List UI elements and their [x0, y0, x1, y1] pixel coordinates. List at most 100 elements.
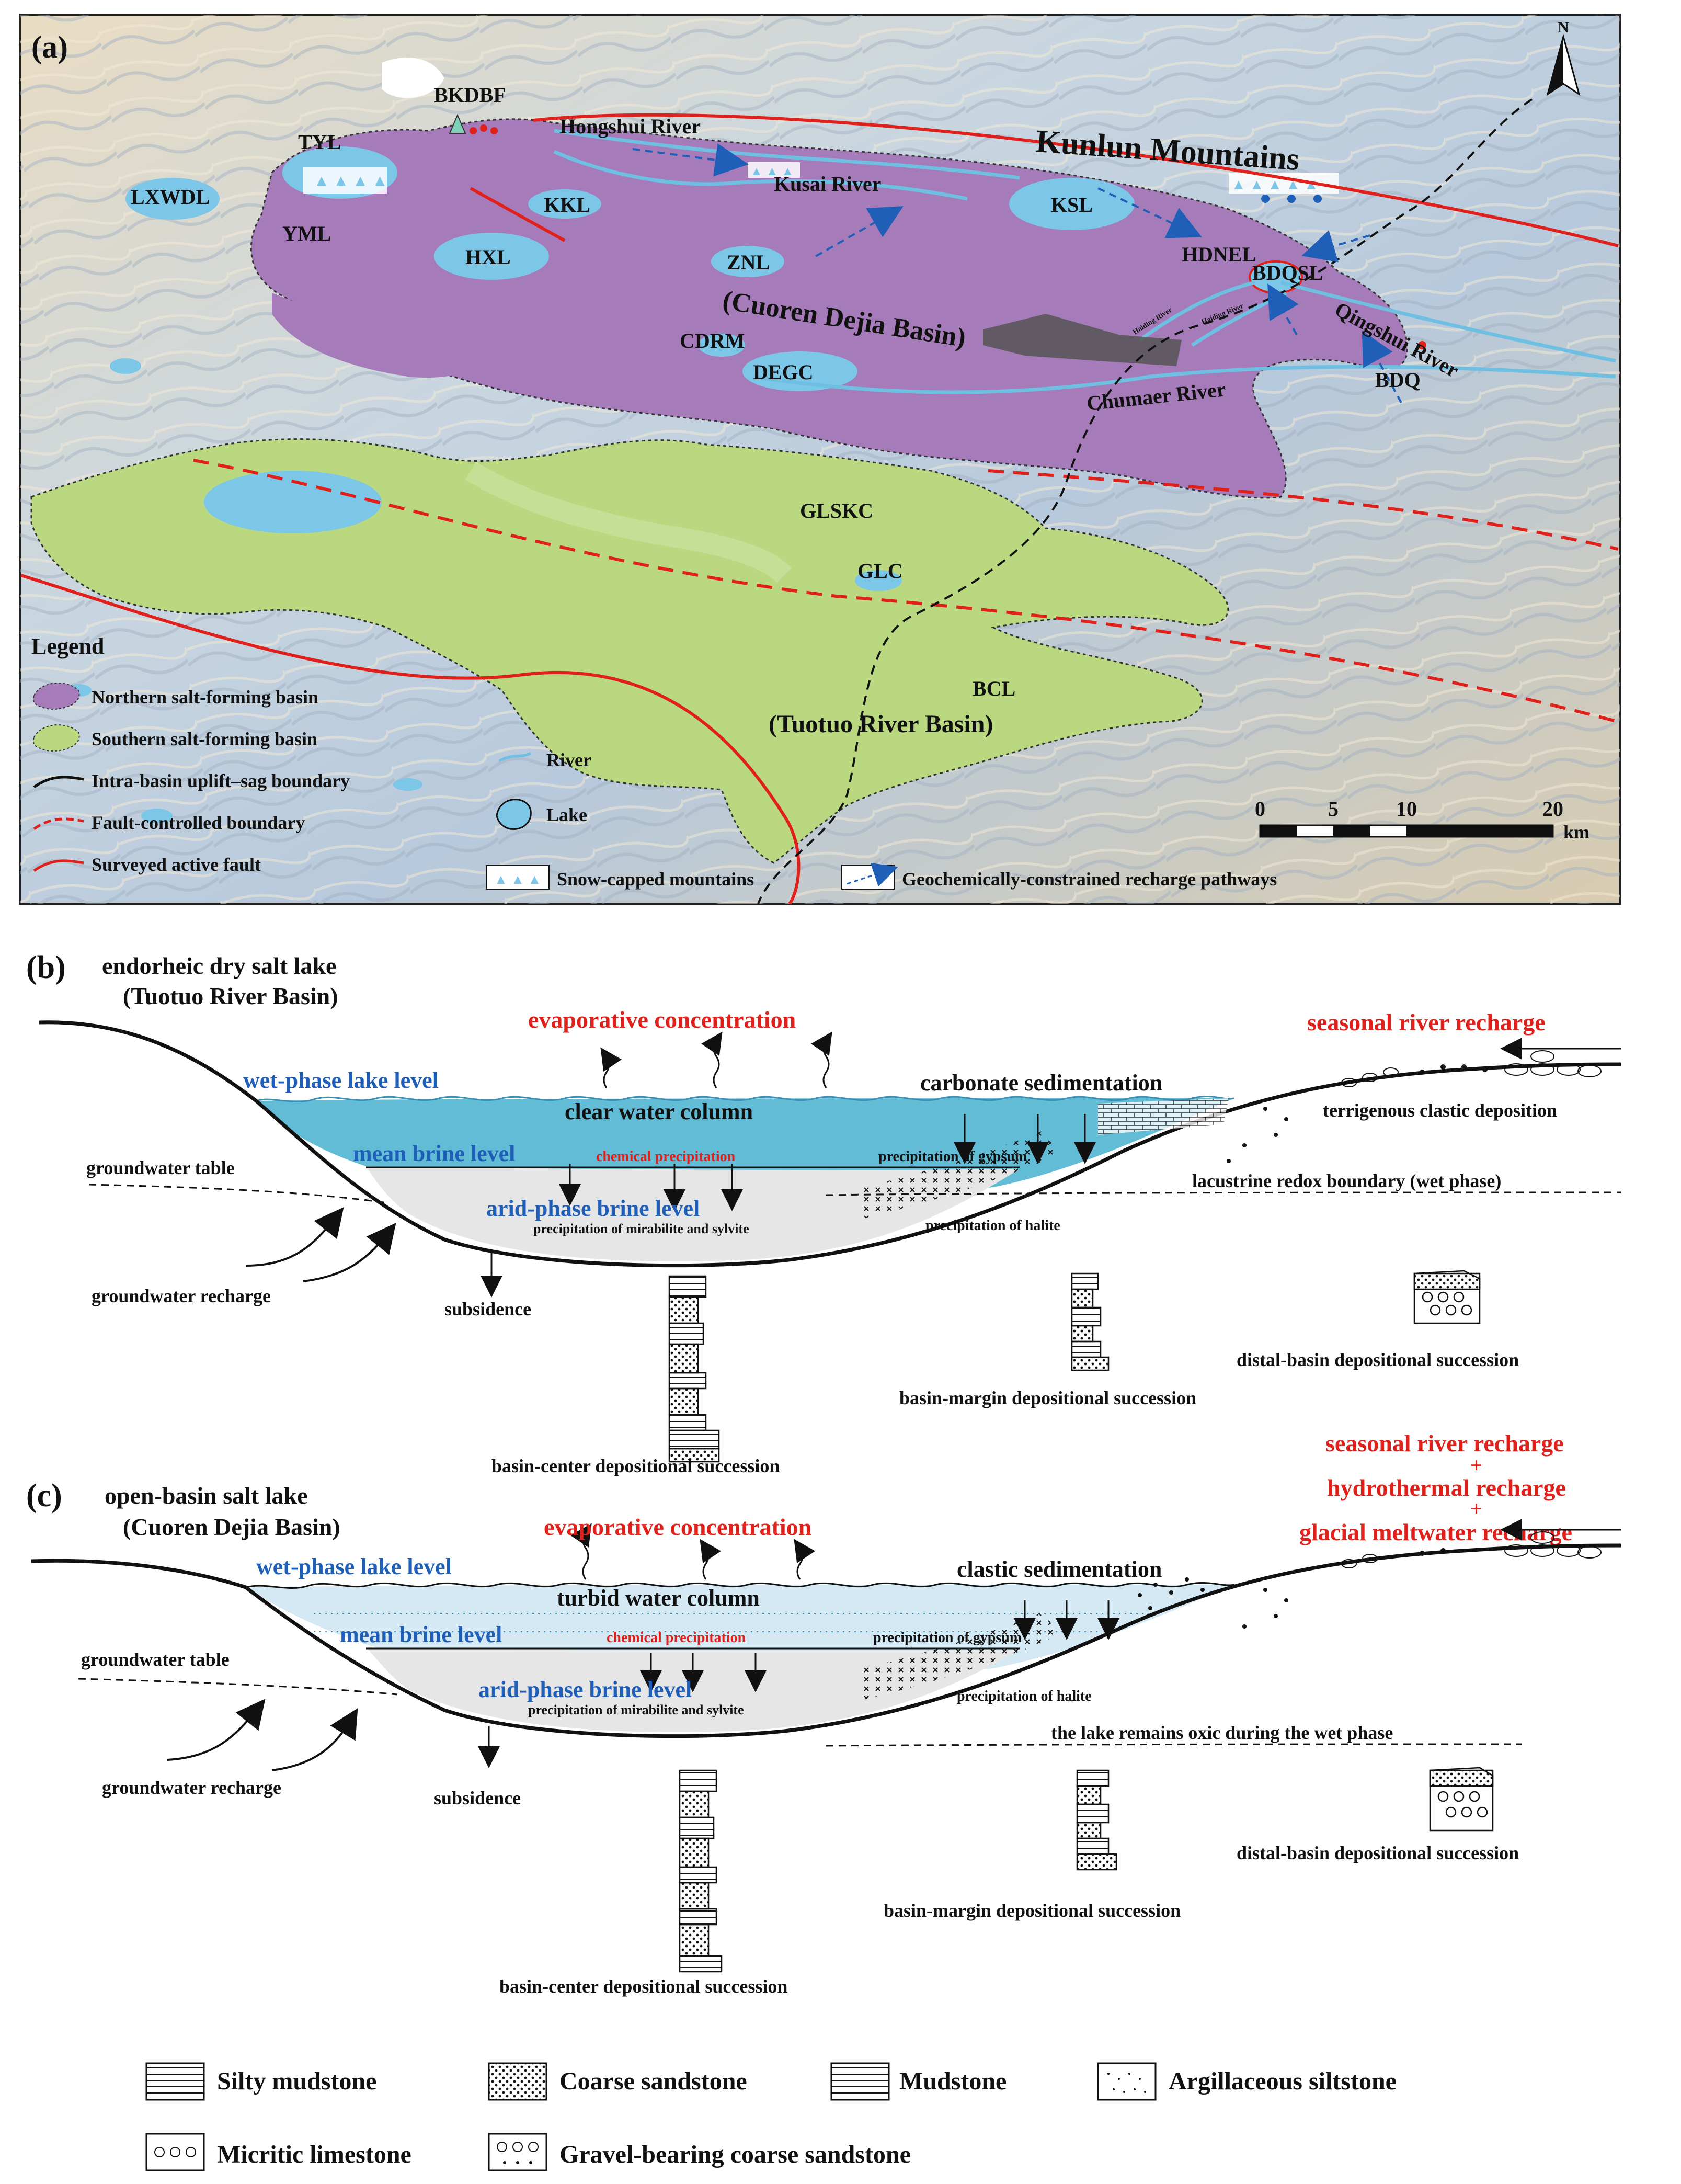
label-bkdbf: BKDBF — [434, 83, 506, 107]
river-kusai-line — [553, 150, 968, 201]
panel-a-label: (a) — [31, 30, 68, 64]
panel-b-title2: (Tuotuo River Basin) — [123, 983, 338, 1009]
lith-silty-mudstone: Silty mudstone — [217, 2067, 376, 2095]
faults — [20, 113, 1619, 905]
c-distal-column — [1429, 1767, 1494, 1832]
c-distal: distal-basin depositional succession — [1237, 1842, 1519, 1863]
lith-micritic-limestone: Micritic limestone — [217, 2141, 411, 2168]
label-kkl: KKL — [544, 193, 590, 217]
label-znl: ZNL — [727, 251, 770, 274]
panel-c-title2: (Cuoren Dejia Basin) — [123, 1514, 340, 1540]
label-ksl: KSL — [1051, 193, 1093, 217]
b-center-column — [668, 1275, 720, 1463]
b-subsidence: subsidence — [444, 1299, 531, 1320]
b-basin-floor — [39, 1020, 1621, 1268]
b-redox: lacustrine redox boundary (wet phase) — [1192, 1170, 1501, 1191]
river-qingshui-line — [1280, 280, 1616, 363]
c-gw-table: groundwater table — [81, 1649, 230, 1670]
lithology-legend: Silty mudstone Coarse sandstone Mudstone… — [145, 2062, 1397, 2171]
active-fault-kkl — [470, 187, 566, 242]
label-bdq: BDQ — [1375, 368, 1421, 392]
scale-5: 5 — [1328, 797, 1339, 821]
uplift-ridge — [983, 314, 1182, 366]
c-clastic: clastic sedimentation — [957, 1556, 1162, 1582]
b-evap: evaporative concentration — [528, 1006, 796, 1033]
scale-unit: km — [1563, 822, 1589, 843]
b-distal-column — [1413, 1270, 1481, 1324]
label-glc: GLC — [857, 559, 903, 583]
lake-glc-shape — [855, 570, 902, 591]
b-chem-precip: chemical precipitation — [596, 1148, 736, 1165]
label-glskc: GLSKC — [800, 499, 873, 522]
legend-north-basin: Northern salt-forming basin — [92, 687, 318, 708]
scale-10: 10 — [1396, 797, 1417, 821]
river-hongshui-line — [554, 129, 1020, 180]
river-haiding1-line — [1138, 280, 1255, 342]
rivers — [553, 129, 1616, 394]
lith-gravel-sandstone: Gravel-bearing coarse sandstone — [559, 2141, 911, 2168]
c-recharge1: seasonal river recharge — [1325, 1430, 1564, 1457]
c-basin-floor — [31, 1543, 1621, 1738]
c-oxic: the lake remains oxic during the wet pha… — [1051, 1722, 1393, 1743]
lake-znl-shape — [711, 246, 784, 277]
b-mean-brine: mean brine level — [353, 1141, 515, 1166]
svg-text:▲ ▲ ▲: ▲ ▲ ▲ — [494, 872, 541, 887]
legend-uplift: Intra-basin uplift–sag boundary — [92, 770, 350, 791]
c-plus2: + — [1470, 1497, 1482, 1520]
label-yml: YML — [282, 222, 331, 245]
lith-argillaceous-siltstone: Argillaceous siltstone — [1169, 2067, 1397, 2095]
label-lxwdl: LXWDL — [131, 185, 210, 209]
svg-text:▲ ▲ ▲ ▲: ▲ ▲ ▲ ▲ — [314, 172, 387, 189]
lith-mudstone: Mudstone — [899, 2067, 1007, 2095]
north-label: N — [1558, 19, 1569, 36]
panel-b-label: (b) — [26, 950, 66, 985]
b-distal: distal-basin depositional succession — [1237, 1349, 1519, 1370]
c-wet-level: wet-phase lake level — [256, 1554, 452, 1579]
legend-fault-boundary: Fault-controlled boundary — [92, 812, 305, 833]
scale-20: 20 — [1542, 797, 1563, 821]
c-margin: basin-margin depositional succession — [884, 1900, 1181, 1921]
label-degc: DEGC — [753, 360, 814, 384]
panel-a-map: ▲ ▲ ▲ ▲ ▲ ▲ ▲ ▲ ▲ ▲ ▲ ▲ — [19, 14, 1621, 905]
c-chem-precip: chemical precipitation — [607, 1630, 746, 1646]
b-gypsum: precipitation of gypsum — [878, 1148, 1027, 1165]
b-shore-clastics — [1341, 1050, 1602, 1087]
legend-snow: Snow-capped mountains — [557, 869, 754, 890]
c-recharge2: hydrothermal recharge — [1327, 1474, 1566, 1501]
legend-recharge: Geochemically-constrained recharge pathw… — [902, 869, 1277, 890]
label-tyl: TYL — [298, 130, 341, 154]
lake-degc-shape — [742, 351, 857, 391]
c-margin-column — [1076, 1769, 1117, 1871]
c-center: basin-center depositional succession — [499, 1976, 787, 1997]
b-halite: precipitation of halite — [925, 1218, 1060, 1234]
recharge-arrows — [632, 143, 1402, 403]
svg-text:▲ ▲ ▲: ▲ ▲ ▲ — [750, 165, 794, 178]
b-terrigenous: terrigenous clastic deposition — [1323, 1100, 1557, 1121]
lake-lxwdl-shape — [125, 178, 220, 220]
panel-b-title1: endorheic dry salt lake — [102, 952, 336, 979]
b-water-column: clear water column — [565, 1099, 753, 1124]
lake-southwest-shape — [204, 471, 382, 533]
b-margin-column — [1071, 1272, 1110, 1371]
b-gw-recharge: groundwater recharge — [92, 1286, 271, 1306]
southern-basin-area — [30, 438, 1229, 864]
label-cdrm: CDRM — [680, 329, 745, 352]
active-fault-north — [533, 113, 1619, 247]
lith-coarse-sandstone: Coarse sandstone — [559, 2067, 747, 2095]
scale-0: 0 — [1255, 797, 1265, 821]
fault-boundary-2 — [988, 469, 1619, 551]
b-wet-level: wet-phase lake level — [243, 1067, 439, 1093]
label-hxl: HXL — [465, 245, 511, 269]
b-margin: basin-margin depositional succession — [899, 1387, 1196, 1408]
c-gypsum: precipitation of gypsum — [873, 1630, 1022, 1646]
legend-active-fault: Surveyed active fault — [92, 854, 261, 875]
legend-lake: Lake — [546, 804, 587, 825]
legend-title: Legend — [31, 633, 104, 659]
spring-markers — [449, 113, 1426, 349]
panel-b-diagram: (b) endorheic dry salt lake (Tuotuo Rive… — [26, 950, 1621, 1476]
b-mirabilite: precipitation of mirabilite and sylvite — [533, 1221, 749, 1236]
c-halite: precipitation of halite — [957, 1688, 1092, 1704]
legend-south-basin: Southern salt-forming basin — [92, 729, 317, 749]
scale-bar: 0 5 10 20 km — [1255, 797, 1589, 843]
